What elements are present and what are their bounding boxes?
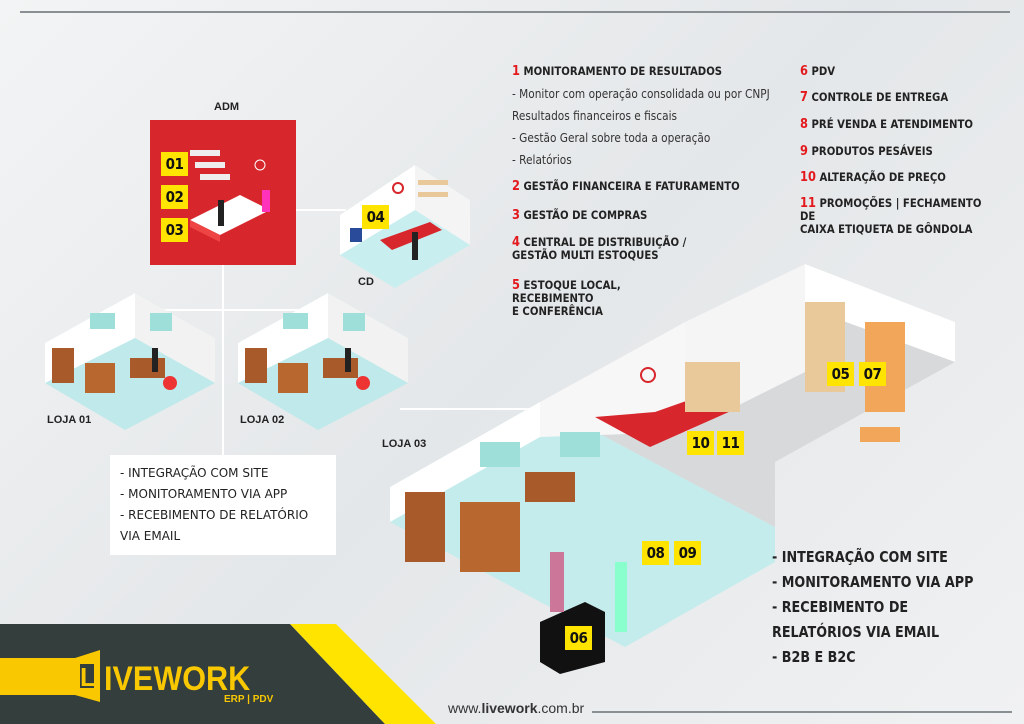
feature-1-detail: - Gestão Geral sobre toda a operação: [512, 131, 711, 145]
badge-08: 08: [642, 541, 669, 565]
loja-01-label: LOJA 01: [47, 414, 92, 426]
top-rule: [20, 11, 1010, 13]
livework-logo: L IVEWORK ERP | PDV: [0, 650, 280, 705]
loja-02-illustration: [233, 288, 413, 433]
badge-03: 03: [161, 218, 188, 242]
feature-9: 9 PRODUTOS PESÁVEIS: [800, 144, 933, 159]
feature-4: 4 CENTRAL DE DISTRIBUIÇÃO /GESTÃO MULTI …: [512, 235, 687, 262]
store-feature: - INTEGRAÇÃO COM SITE: [120, 466, 269, 480]
connector: [296, 209, 346, 211]
connector: [400, 408, 540, 410]
adm-label: ADM: [214, 101, 240, 113]
loja-01-illustration: [40, 288, 220, 433]
online-feature: - RECEBIMENTO DE: [772, 598, 909, 616]
cd-label: CD: [358, 276, 374, 288]
logo-tagline: ERP | PDV: [224, 694, 274, 705]
cd-illustration: [330, 160, 480, 290]
store-features-box: - INTEGRAÇÃO COM SITE - MONITORAMENTO VI…: [110, 455, 336, 555]
feature-8: 8 PRÉ VENDA E ATENDIMENTO: [800, 117, 974, 132]
badge-05: 05: [827, 362, 854, 386]
online-feature: - INTEGRAÇÃO COM SITE: [772, 548, 948, 566]
online-feature: RELATÓRIOS VIA EMAIL: [772, 623, 940, 641]
badge-06: 06: [565, 626, 592, 650]
feature-1-detail: - Relatórios: [512, 153, 572, 167]
online-feature: - B2B E B2C: [772, 648, 856, 666]
badge-11: 11: [717, 431, 744, 455]
badge-02: 02: [161, 185, 188, 209]
badge-10: 10: [687, 431, 714, 455]
badge-01: 01: [161, 152, 188, 176]
loja-03-illustration: [385, 262, 965, 674]
feature-3: 3 GESTÃO DE COMPRAS: [512, 208, 648, 223]
feature-7: 7 CONTROLE DE ENTREGA: [800, 90, 949, 105]
logo-wordmark: IVEWORK: [104, 660, 251, 698]
logo-letter: L: [80, 662, 96, 692]
feature-1-detail: - Monitor com operação consolidada ou po…: [512, 87, 770, 101]
feature-1: 1 MONITORAMENTO DE RESULTADOS: [512, 64, 723, 79]
connector: [222, 265, 224, 457]
badge-07: 07: [859, 362, 886, 386]
website-link[interactable]: www.livework.com.br: [448, 700, 585, 716]
store-feature: - MONITORAMENTO VIA APP: [120, 487, 288, 501]
feature-2: 2 GESTÃO FINANCEIRA E FATURAMENTO: [512, 179, 740, 194]
online-feature: - MONITORAMENTO VIA APP: [772, 573, 974, 591]
connector: [130, 309, 330, 311]
badge-04: 04: [362, 205, 389, 229]
loja-03-label: LOJA 03: [382, 438, 427, 450]
online-features-list: - INTEGRAÇÃO COM SITE - MONITORAMENTO VI…: [772, 545, 973, 670]
store-feature: - RECEBIMENTO DE RELATÓRIO VIA EMAIL: [120, 508, 309, 543]
bottom-rule: [592, 711, 1012, 713]
loja-02-label: LOJA 02: [240, 414, 285, 426]
feature-6: 6 PDV: [800, 64, 836, 79]
feature-1-detail: Resultados financeiros e fiscais: [512, 109, 678, 123]
feature-10: 10 ALTERAÇÃO DE PREÇO: [800, 170, 946, 185]
badge-09: 09: [674, 541, 701, 565]
